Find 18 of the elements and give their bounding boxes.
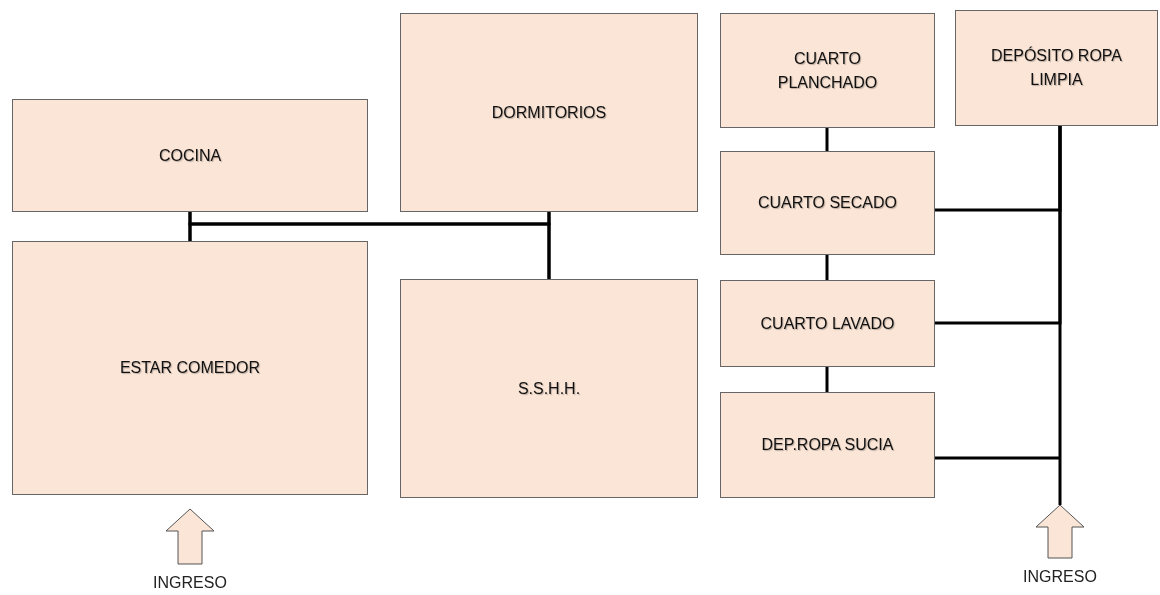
room-box: DEP.ROPA SUCIA [720, 392, 935, 498]
room-box: DEPÓSITO ROPA LIMPIA [955, 10, 1158, 126]
entrance-arrow [1035, 504, 1085, 559]
room-box: CUARTO LAVADO [720, 280, 935, 367]
connector-line [188, 222, 551, 279]
entrance-label: INGRESO [1010, 566, 1110, 588]
entrance-label: INGRESO [140, 572, 240, 594]
room-box: COCINA [12, 99, 368, 212]
room-box: ESTAR COMEDOR [12, 241, 368, 495]
connector-line [935, 126, 1062, 507]
room-box: S.S.H.H. [400, 279, 698, 498]
connector-line [825, 367, 829, 392]
room-box: CUARTO PLANCHADO [720, 13, 935, 128]
room-box: DORMITORIOS [400, 13, 698, 212]
connector-line [825, 255, 829, 280]
room-box: CUARTO SECADO [720, 151, 935, 255]
connector-line [825, 128, 829, 151]
entrance-arrow [165, 508, 215, 565]
